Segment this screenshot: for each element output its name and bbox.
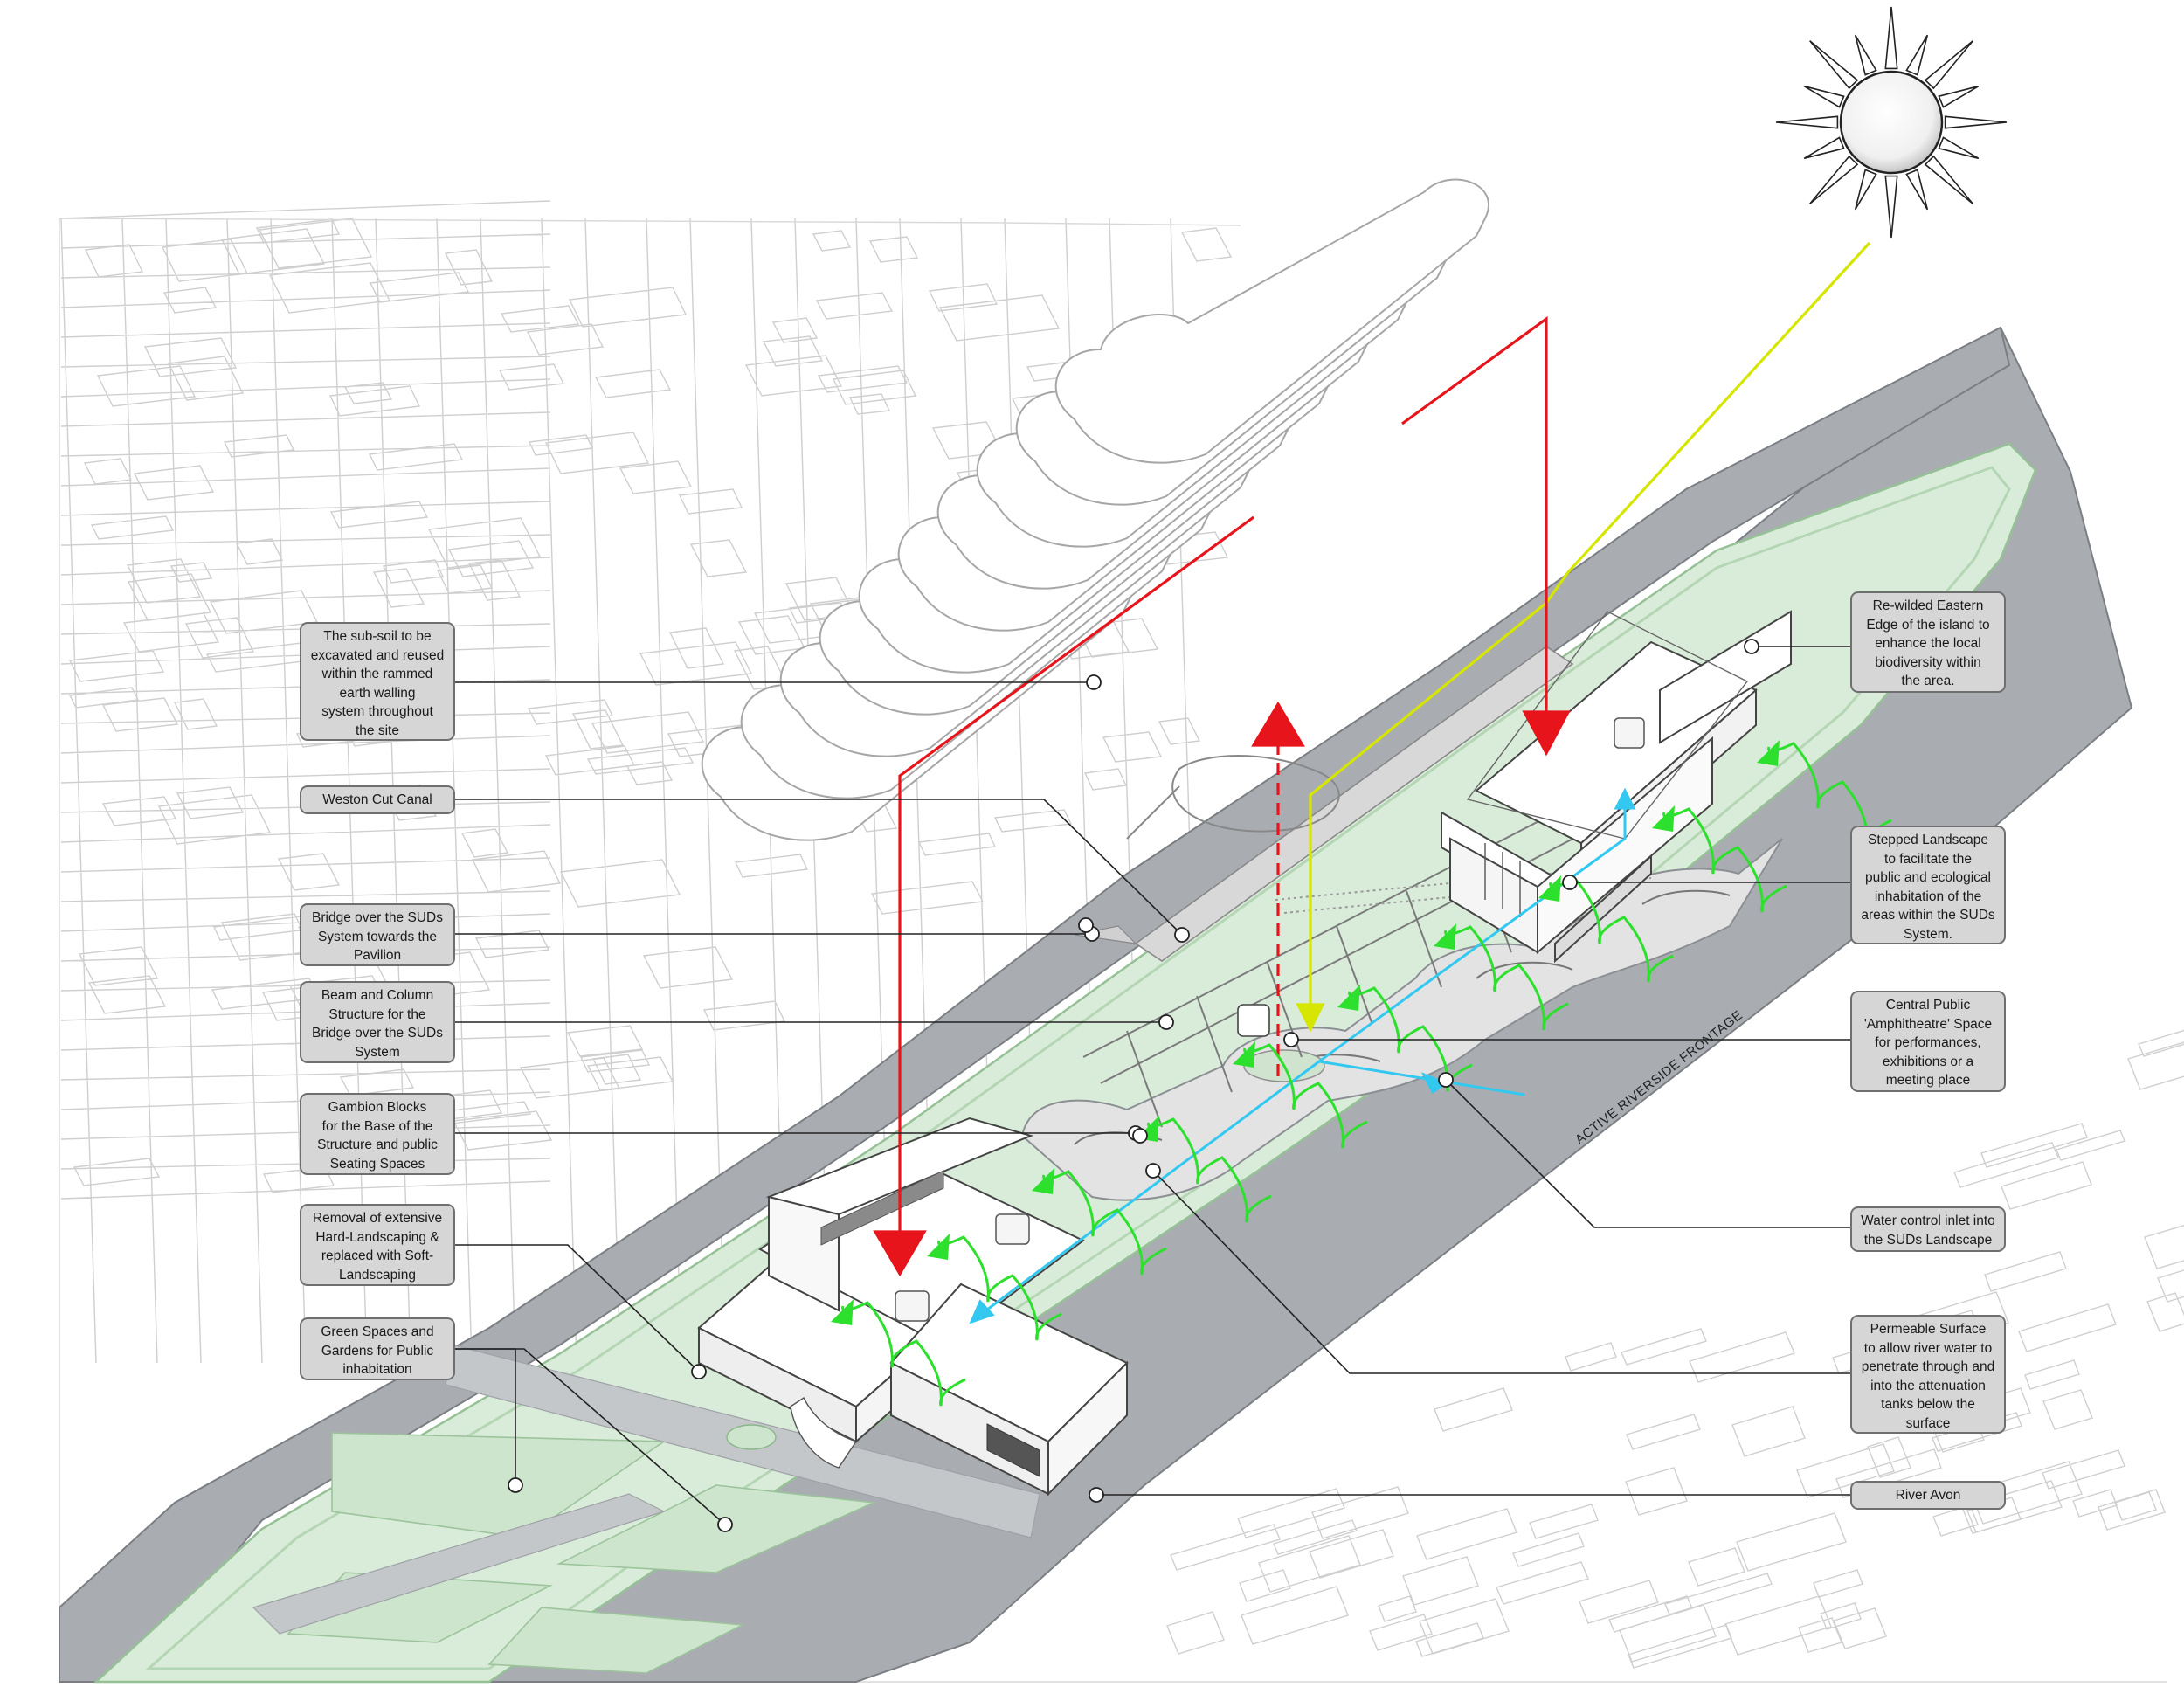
callout-removal-hard-landscaping: Removal of extensive Hard-Landscaping & … bbox=[300, 1204, 455, 1286]
wind-flow-arrows bbox=[831, 740, 1892, 1407]
terraced-apartment-block bbox=[701, 178, 1489, 841]
sun-icon bbox=[1775, 6, 2008, 239]
canal-footbridge-loop bbox=[1074, 646, 1574, 962]
heat-air-flow-arrows bbox=[873, 315, 1571, 1277]
callout-bridge-over-suds: Bridge over the SUDs System towards the … bbox=[300, 903, 455, 966]
callout-green-spaces-gardens: Green Spaces and Gardens for Public inha… bbox=[300, 1317, 455, 1380]
callout-rewilded-eastern-edge: Re-wilded Eastern Edge of the island to … bbox=[1850, 591, 2006, 693]
callout-leader-lines bbox=[455, 639, 1850, 1532]
callout-weston-cut-canal: Weston Cut Canal bbox=[300, 785, 455, 814]
callout-subsoil-reuse: The sub-soil to be excavated and reused … bbox=[300, 622, 455, 741]
callout-central-amphitheatre: Central Public 'Amphitheatre' Space for … bbox=[1850, 991, 2006, 1092]
callout-beam-column-structure: Beam and Column Structure for the Bridge… bbox=[300, 981, 455, 1063]
callout-permeable-surface: Permeable Surface to allow river water t… bbox=[1850, 1315, 2006, 1434]
water-flow-arrows bbox=[969, 787, 1636, 1324]
callout-stepped-landscape: Stepped Landscape to facilitate the publ… bbox=[1850, 826, 2006, 944]
callout-gambion-blocks: Gambion Blocks for the Base of the Struc… bbox=[300, 1093, 455, 1175]
callout-river-avon: River Avon bbox=[1850, 1481, 2006, 1510]
callout-water-control-inlet: Water control inlet into the SUDs Landsc… bbox=[1850, 1206, 2006, 1252]
